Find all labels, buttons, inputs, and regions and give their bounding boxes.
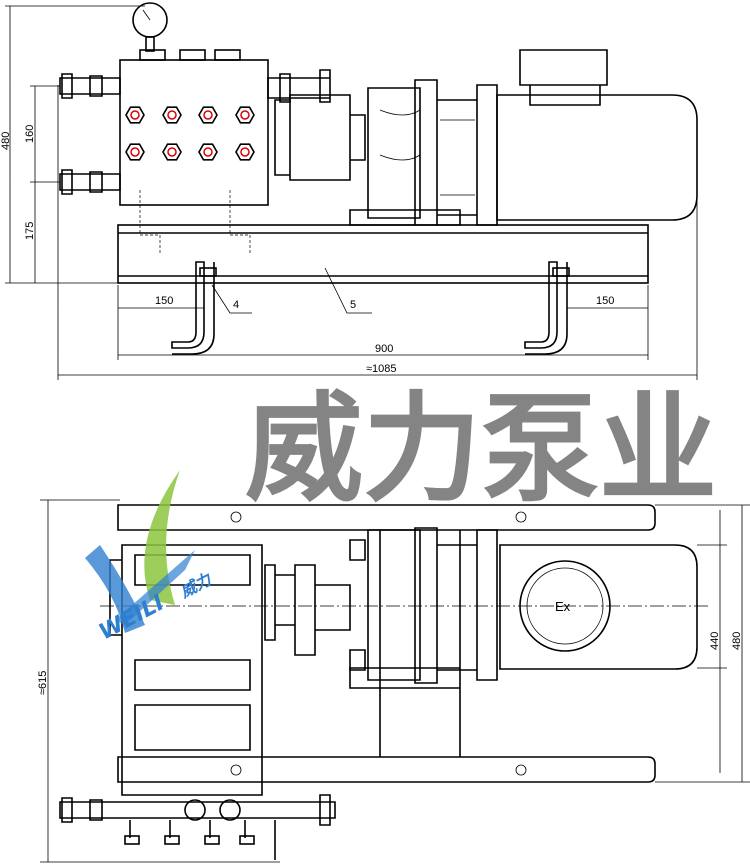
front-view: 4 5 480 160 175 150 150 900 ≈1085: [0, 2, 698, 380]
inlet-pipe-top: [59, 73, 121, 99]
base-plate-top: [117, 504, 656, 531]
outlet-valve: [267, 69, 331, 103]
valve-bolt-center: [167, 147, 177, 157]
ex-mark: Ex: [555, 599, 571, 614]
valve-bolt: [198, 106, 218, 124]
valve-bolt-center: [167, 110, 177, 120]
valve-bolt-center: [130, 147, 140, 157]
valve-bolt-center: [130, 110, 140, 120]
base-plate-bottom: [117, 756, 656, 783]
flange: [274, 94, 366, 181]
valve-bolt: [162, 106, 182, 124]
callout-5: 5: [350, 299, 356, 311]
anchor-bolt-left: [171, 261, 215, 355]
dim-175: 175: [24, 222, 36, 240]
dim-480: 480: [0, 132, 12, 150]
dim-150-right: 150: [596, 295, 614, 307]
pump-body: [109, 544, 263, 796]
dim-480-top: 480: [731, 632, 743, 650]
valve-bolt: [235, 106, 255, 124]
weili-logo: WEILI 威力: [85, 470, 216, 645]
pipes-bottom: [59, 794, 336, 826]
terminal-box: [519, 49, 608, 106]
dim-150-left: 150: [155, 295, 173, 307]
inlet-pipe-bottom: [59, 169, 121, 195]
dim-615: ≈615: [37, 671, 49, 695]
anchor-bolt-right: [524, 261, 568, 355]
logo-chinese: 威力: [176, 569, 216, 602]
valve-bolt: [198, 143, 218, 161]
motor-top: [499, 544, 698, 670]
dim-900: 900: [375, 343, 393, 355]
valve-bolt: [125, 143, 145, 161]
motor: [496, 94, 698, 221]
top-view: Ex 440 480 ≈615: [37, 499, 750, 863]
valve-bolt: [162, 143, 182, 161]
callout-4: 4: [233, 299, 239, 311]
valve-bolt-center: [203, 147, 213, 157]
flange-top: [264, 564, 351, 656]
dim-160: 160: [24, 125, 36, 143]
valve-bolt-center: [240, 110, 250, 120]
valve-bolt-center: [240, 147, 250, 157]
valve-bolt: [125, 106, 145, 124]
dim-1085: ≈1085: [366, 363, 397, 375]
pump-block: [119, 59, 269, 206]
watermark: 威力泵业: [245, 380, 717, 518]
valve-bolt-center: [203, 110, 213, 120]
coupling-top: [349, 527, 498, 684]
valve-bolt: [235, 143, 255, 161]
coupling-housing: [349, 79, 498, 226]
base-frame: [117, 224, 649, 284]
dim-440: 440: [709, 632, 721, 650]
